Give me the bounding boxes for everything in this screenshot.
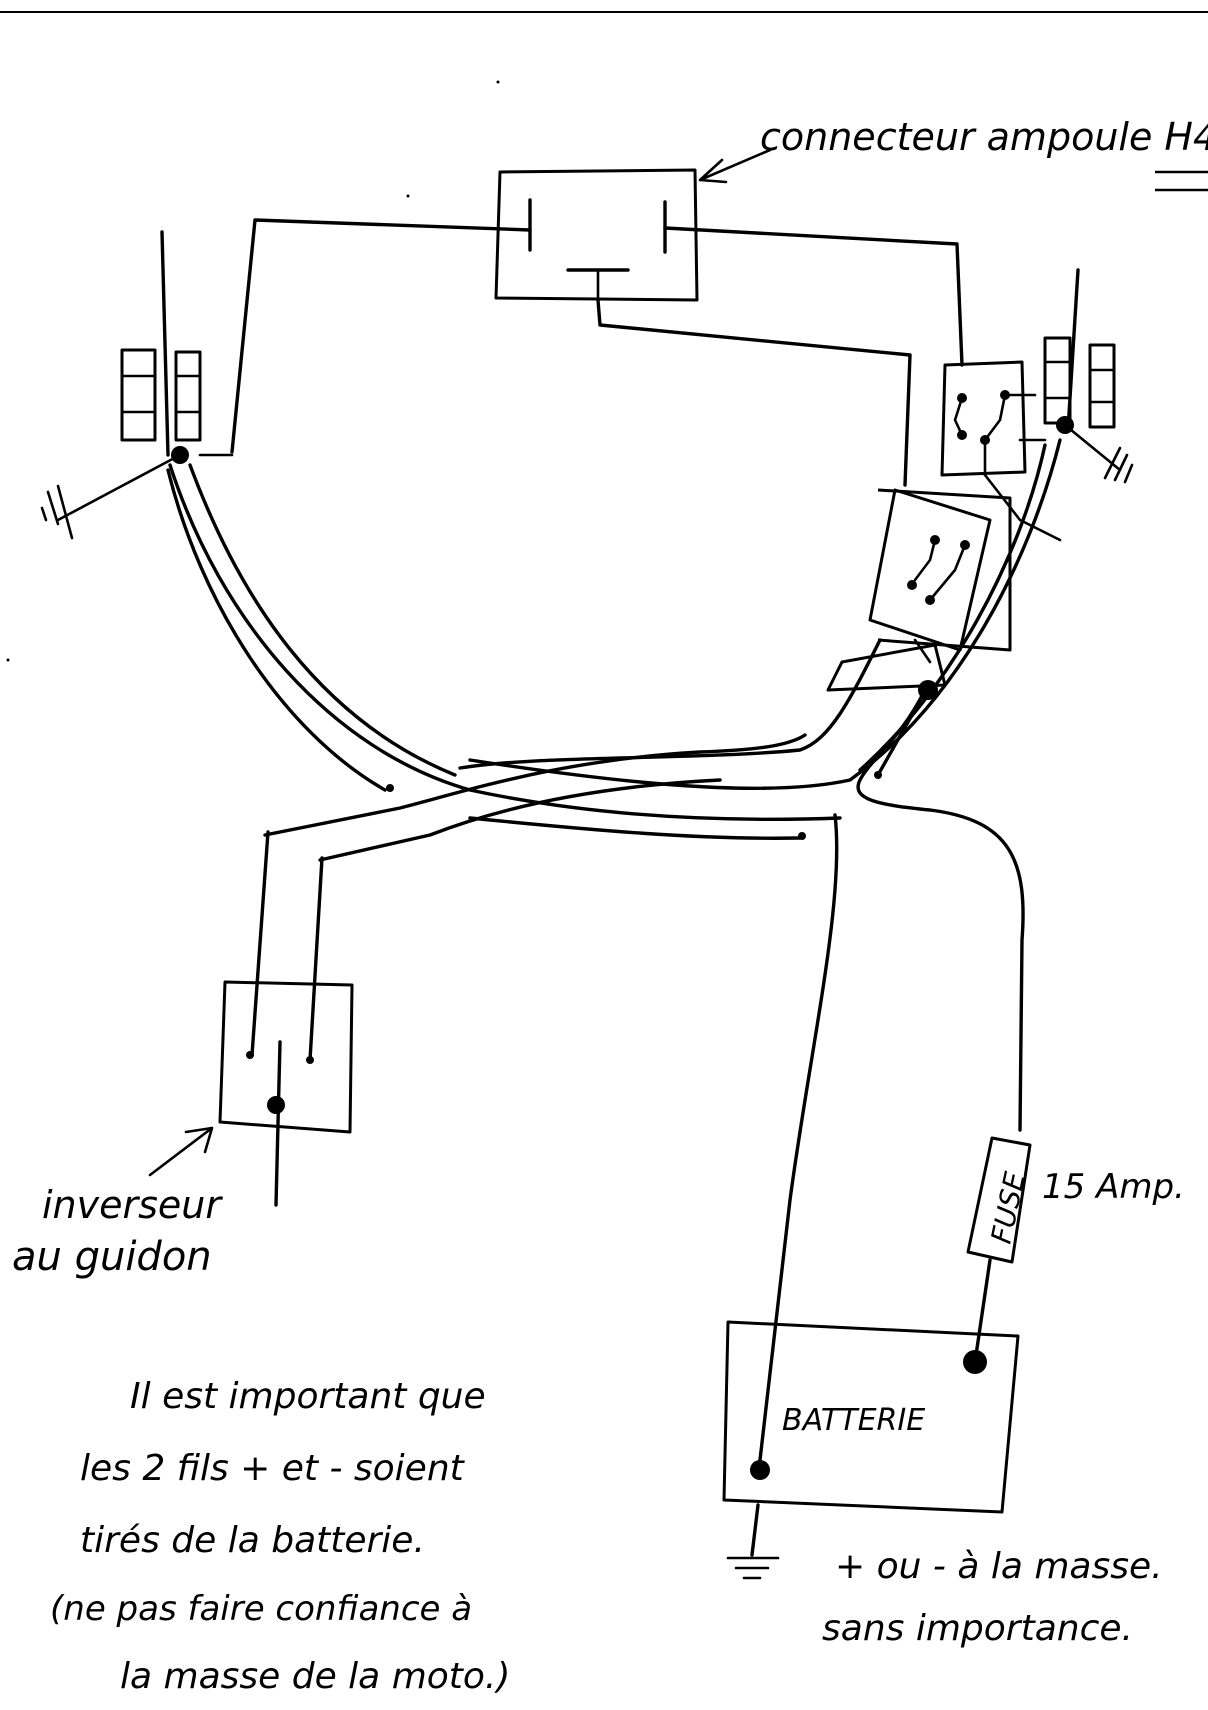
right-ground-wire [1063, 423, 1122, 472]
harness-right-outer [468, 438, 1062, 790]
speck [496, 80, 500, 84]
left-relay-connector [120, 348, 234, 457]
handlebar-switch-label-2: au guidon [12, 1234, 212, 1280]
battery-negative-terminal [750, 1460, 770, 1480]
note-line-2: les 2 fils + et - soient [80, 1448, 466, 1489]
relay-3 [826, 488, 1012, 692]
battery-label: BATTERIE [782, 1403, 925, 1438]
note-ground-polarity: + ou - à la masse. sans importance. [822, 1546, 1163, 1649]
fuse: FUSE [966, 1136, 1032, 1264]
left-vertical-wire [160, 230, 170, 457]
bulb-connector-label: connecteur ampoule H4 [760, 115, 1208, 159]
harness-cross-wire [263, 733, 807, 837]
ground-note-line-2: sans importance. [822, 1608, 1133, 1649]
ground-note-line-1: + ou - à la masse. [835, 1546, 1163, 1587]
handlebar-switch-arrow [148, 1126, 214, 1177]
harness-left-third [166, 468, 387, 792]
note-line-3: tirés de la batterie. [80, 1520, 425, 1561]
battery-ground-icon [726, 1503, 780, 1580]
note-line-4: (ne pas faire confiance à [50, 1589, 472, 1629]
bulb-connector-arrow [698, 148, 772, 184]
speck [406, 194, 410, 198]
harness-dot-wire [876, 690, 927, 777]
harness-to-fuse [856, 688, 1025, 1132]
h4-bulb-connector [494, 168, 699, 302]
note-battery-wires: Il est important que les 2 fils + et - s… [50, 1376, 510, 1697]
note-line-1: Il est important que [130, 1376, 486, 1417]
wire-fuse-to-battery [973, 1258, 992, 1364]
note-line-5: la masse de la moto.) [120, 1656, 510, 1697]
right-vertical-wire [1066, 268, 1080, 432]
fuse-rating-label: 15 Amp. [1042, 1167, 1185, 1207]
harness-end-dot-3 [874, 771, 882, 779]
harness-cross-wire-2 [318, 778, 722, 862]
left-ground-icon [40, 484, 74, 540]
harness-end-dot-1 [386, 784, 394, 792]
speck [6, 658, 10, 662]
harness-bottom-arc [468, 816, 802, 840]
handlebar-switch [218, 830, 354, 1207]
relay-1 [940, 360, 1037, 477]
harness-end-dot-2 [798, 832, 806, 840]
fuse-label: FUSE [985, 1169, 1032, 1247]
wire-bulb-center [596, 298, 912, 487]
wire-bulb-right [663, 226, 964, 367]
handlebar-switch-label-1: inverseur [42, 1183, 223, 1227]
battery-positive-terminal [963, 1350, 987, 1374]
wire-bulb-left [230, 218, 532, 454]
relay-1-wire [983, 473, 1062, 542]
wire-battery-negative [758, 813, 839, 1462]
battery: BATTERIE [722, 1320, 1020, 1514]
harness-right-to-relay [458, 638, 882, 770]
right-ground-icon [1103, 446, 1134, 484]
harness-left-inner [188, 463, 457, 777]
left-ground-wire [56, 453, 182, 522]
